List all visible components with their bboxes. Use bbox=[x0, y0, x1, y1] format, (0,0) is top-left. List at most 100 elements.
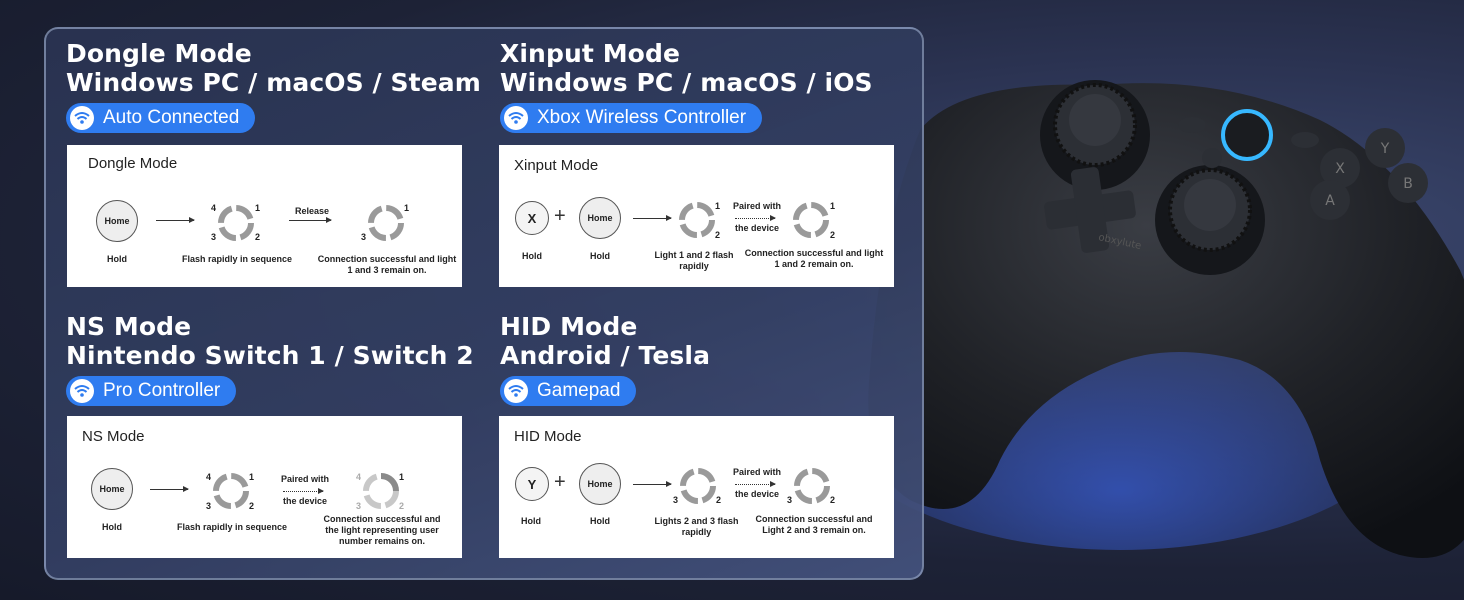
led-number: 3 bbox=[361, 232, 367, 242]
result-label: Connection successful and light 1 and 3 … bbox=[317, 254, 457, 275]
arrow-icon bbox=[633, 215, 672, 221]
led-number: 3 bbox=[673, 495, 679, 505]
connection-badge: Xbox Wireless Controller bbox=[500, 103, 763, 133]
dongle-mode-header: Dongle Mode Windows PC / macOS / Steam A… bbox=[66, 39, 481, 133]
badge-label: Gamepad bbox=[537, 380, 621, 401]
left-thumbstick bbox=[1040, 80, 1150, 190]
wireless-icon bbox=[70, 106, 94, 130]
game-controller-image: Y X B A obxylute bbox=[820, 80, 1464, 558]
led-number: 1 bbox=[249, 472, 255, 482]
led-number: 4 bbox=[356, 472, 362, 482]
badge-label: Auto Connected bbox=[103, 107, 240, 128]
led-number: 3 bbox=[356, 501, 362, 511]
xinput-mode-header: Xinput Mode Windows PC / macOS / iOS Xbo… bbox=[500, 39, 873, 133]
mode-title: HID Mode bbox=[500, 312, 638, 341]
led-number: 1 bbox=[830, 201, 836, 211]
step-label: Flash rapidly in sequence bbox=[176, 522, 288, 532]
led-number: 2 bbox=[715, 230, 721, 240]
face-button-b: B bbox=[1403, 176, 1413, 192]
arrow-caption: Release bbox=[294, 206, 330, 216]
hid-mode-header: HID Mode Android / Tesla Gamepad bbox=[500, 312, 710, 406]
mode-platforms: Windows PC / macOS / iOS bbox=[500, 68, 873, 97]
ns-mode-header: NS Mode Nintendo Switch 1 / Switch 2 Pro… bbox=[66, 312, 474, 406]
x-button-diagram: X bbox=[515, 201, 549, 235]
result-label: Connection successful and the light repr… bbox=[323, 514, 441, 546]
arrow-caption: Paired with bbox=[732, 201, 781, 211]
step-label: Flash rapidly in sequence bbox=[181, 254, 293, 264]
connection-badge: Gamepad bbox=[500, 376, 637, 406]
arrow-icon bbox=[150, 486, 189, 492]
led-ring-icon bbox=[368, 205, 404, 241]
arrow-caption: the device bbox=[734, 223, 780, 233]
badge-label: Pro Controller bbox=[103, 380, 221, 401]
share-button bbox=[1202, 148, 1222, 168]
mode-title: Dongle Mode bbox=[66, 39, 252, 68]
xinput-mode-card: Xinput Mode X + Home Hold Hold 1 2 Light… bbox=[499, 145, 894, 287]
mode-platforms: Windows PC / macOS / Steam bbox=[66, 68, 481, 97]
dotted-arrow-icon bbox=[735, 215, 776, 221]
led-number: 3 bbox=[206, 501, 212, 511]
home-button-diagram: Home bbox=[579, 463, 621, 505]
card-title: HID Mode bbox=[514, 428, 582, 445]
ns-mode-card: NS Mode Home Hold 4 1 3 2 Flash rapidly … bbox=[67, 416, 462, 558]
led-number: 2 bbox=[830, 230, 836, 240]
dotted-arrow-icon bbox=[735, 481, 776, 487]
home-button-diagram: Home bbox=[91, 468, 133, 510]
step-label: Light 1 and 2 flash rapidly bbox=[654, 250, 734, 271]
connection-badge: Auto Connected bbox=[66, 103, 256, 133]
led-number: 3 bbox=[211, 232, 217, 242]
result-label: Connection successful and Light 2 and 3 … bbox=[755, 514, 873, 535]
arrow-caption: Paired with bbox=[280, 474, 329, 484]
led-ring-icon bbox=[218, 205, 254, 241]
arrow-caption: Paired with bbox=[732, 467, 781, 477]
arrow-icon bbox=[289, 217, 332, 223]
hold-label: Hold bbox=[107, 254, 127, 264]
dotted-arrow-icon bbox=[283, 488, 324, 494]
dongle-mode-card: Dongle Mode Home Hold 4 1 3 2 Flash rapi… bbox=[67, 145, 462, 287]
card-title: Dongle Mode bbox=[88, 155, 178, 172]
card-title: NS Mode bbox=[82, 428, 145, 445]
mode-platforms: Android / Tesla bbox=[500, 341, 711, 370]
mode-title: Xinput Mode bbox=[500, 39, 680, 68]
led-number: 3 bbox=[787, 495, 793, 505]
led-number: 4 bbox=[211, 203, 217, 213]
view-button bbox=[1178, 117, 1206, 133]
face-buttons: Y X B A bbox=[1310, 128, 1428, 220]
led-number: 2 bbox=[830, 495, 836, 505]
wireless-icon bbox=[504, 106, 528, 130]
plus-sign: + bbox=[554, 205, 566, 227]
led-ring-icon bbox=[363, 473, 399, 509]
arrow-icon bbox=[633, 481, 672, 487]
led-ring-icon bbox=[213, 473, 249, 509]
arrow-caption: the device bbox=[734, 489, 780, 499]
badge-label: Xbox Wireless Controller bbox=[537, 107, 747, 128]
led-number: 2 bbox=[716, 495, 722, 505]
hid-mode-card: HID Mode Y + Home Hold Hold 3 2 Lights 2… bbox=[499, 416, 894, 558]
hold-label: Hold bbox=[102, 522, 122, 532]
led-number: 4 bbox=[206, 472, 212, 482]
wireless-icon bbox=[70, 379, 94, 403]
hold-label: Hold bbox=[590, 516, 610, 526]
led-number: 1 bbox=[399, 472, 405, 482]
led-ring-icon bbox=[680, 468, 716, 504]
led-ring-icon bbox=[679, 202, 715, 238]
led-number: 1 bbox=[715, 201, 721, 211]
mode-title: NS Mode bbox=[66, 312, 192, 341]
arrow-icon bbox=[156, 217, 195, 223]
result-label: Connection successful and light 1 and 2 … bbox=[744, 248, 884, 269]
home-button bbox=[1221, 109, 1273, 161]
plus-sign: + bbox=[554, 471, 566, 493]
led-ring-icon bbox=[794, 468, 830, 504]
face-button-y: Y bbox=[1380, 141, 1390, 157]
arrow-caption: the device bbox=[282, 496, 328, 506]
hold-label: Hold bbox=[521, 516, 541, 526]
face-button-a: A bbox=[1325, 193, 1335, 209]
led-ring-icon bbox=[793, 202, 829, 238]
step-label: Lights 2 and 3 flash rapidly bbox=[654, 516, 739, 537]
led-number: 1 bbox=[255, 203, 261, 213]
led-number: 2 bbox=[249, 501, 255, 511]
hold-label: Hold bbox=[522, 251, 542, 261]
card-title: Xinput Mode bbox=[514, 157, 599, 174]
connection-badge: Pro Controller bbox=[66, 376, 237, 406]
dpad bbox=[1044, 167, 1136, 253]
